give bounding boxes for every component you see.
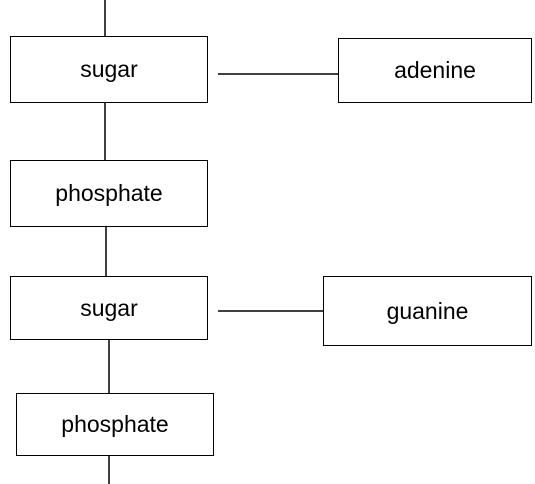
node-label-guanine: guanine [386,297,469,324]
node-sugar-2: sugar [10,276,208,340]
node-label-sugar-2: sugar [80,294,138,321]
node-label-phosphate-1: phosphate [55,180,163,206]
node-adenine: adenine [338,38,532,103]
node-guanine: guanine [323,276,532,346]
node-phosphate-1: phosphate [10,160,208,227]
node-label-adenine: adenine [394,57,476,83]
node-sugar-1: sugar [10,36,208,103]
node-phosphate-2: phosphate [16,393,214,456]
node-label-phosphate-2: phosphate [61,411,169,437]
node-label-sugar-1: sugar [80,56,138,82]
